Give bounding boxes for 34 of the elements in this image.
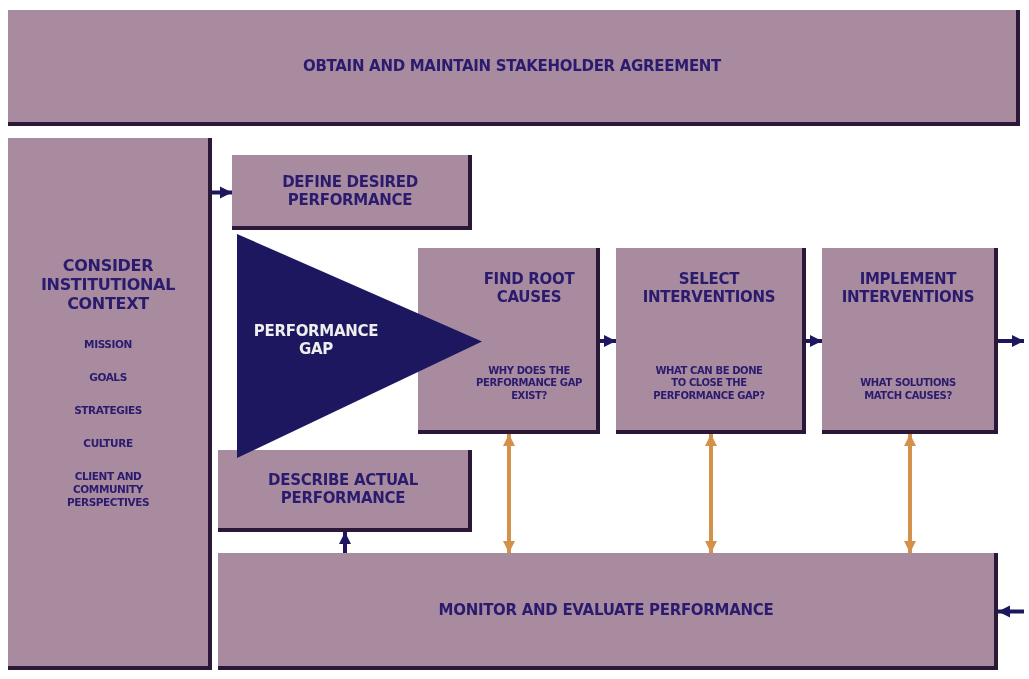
- box-label: DEFINE DESIRED PERFORMANCE: [281, 172, 419, 209]
- arrow: [705, 434, 717, 553]
- process-box: [218, 450, 472, 532]
- arrow: [806, 335, 822, 347]
- process-box: [822, 248, 998, 434]
- step-heading: IMPLEMENT INTERVENTIONS: [840, 270, 976, 306]
- arrow: [339, 532, 351, 553]
- arrow: [503, 434, 515, 553]
- triangle-label: PERFORMANCE GAP: [252, 322, 380, 358]
- panel-heading: CONSIDER INSTITUTIONAL CONTEXT: [39, 256, 177, 314]
- step-question: WHAT SOLUTIONS MATCH CAUSES?: [859, 377, 957, 402]
- process-box: [616, 248, 806, 434]
- context-item: CLIENT AND COMMUNITY PERSPECTIVES: [65, 470, 151, 510]
- box-label: MONITOR AND EVALUATE PERFORMANCE: [438, 600, 774, 619]
- arrow: [904, 434, 916, 553]
- step-question: WHAT CAN BE DONE TO CLOSE THE PERFORMANCE GAP?: [652, 364, 766, 402]
- context-item: STRATEGIES: [73, 403, 143, 417]
- context-panel: [8, 138, 212, 670]
- process-box: [232, 155, 472, 230]
- context-item: GOALS: [88, 370, 128, 384]
- step-question: WHY DOES THE PERFORMANCE GAP EXIST?: [475, 364, 583, 402]
- process-bar: [8, 10, 1020, 126]
- arrow: [212, 186, 232, 199]
- context-item: CULTURE: [82, 436, 134, 451]
- arrow: [998, 335, 1024, 347]
- arrow: [998, 605, 1024, 618]
- step-heading: SELECT INTERVENTIONS: [641, 270, 777, 306]
- process-bar: [218, 553, 998, 670]
- context-item: MISSION: [83, 337, 133, 351]
- box-label: OBTAIN AND MAINTAIN STAKEHOLDER AGREEMENT: [302, 57, 722, 75]
- process-box: [418, 248, 600, 434]
- arrow: [600, 335, 616, 347]
- box-label: DESCRIBE ACTUAL PERFORMANCE: [267, 471, 419, 507]
- step-heading: FIND ROOT CAUSES: [482, 270, 576, 306]
